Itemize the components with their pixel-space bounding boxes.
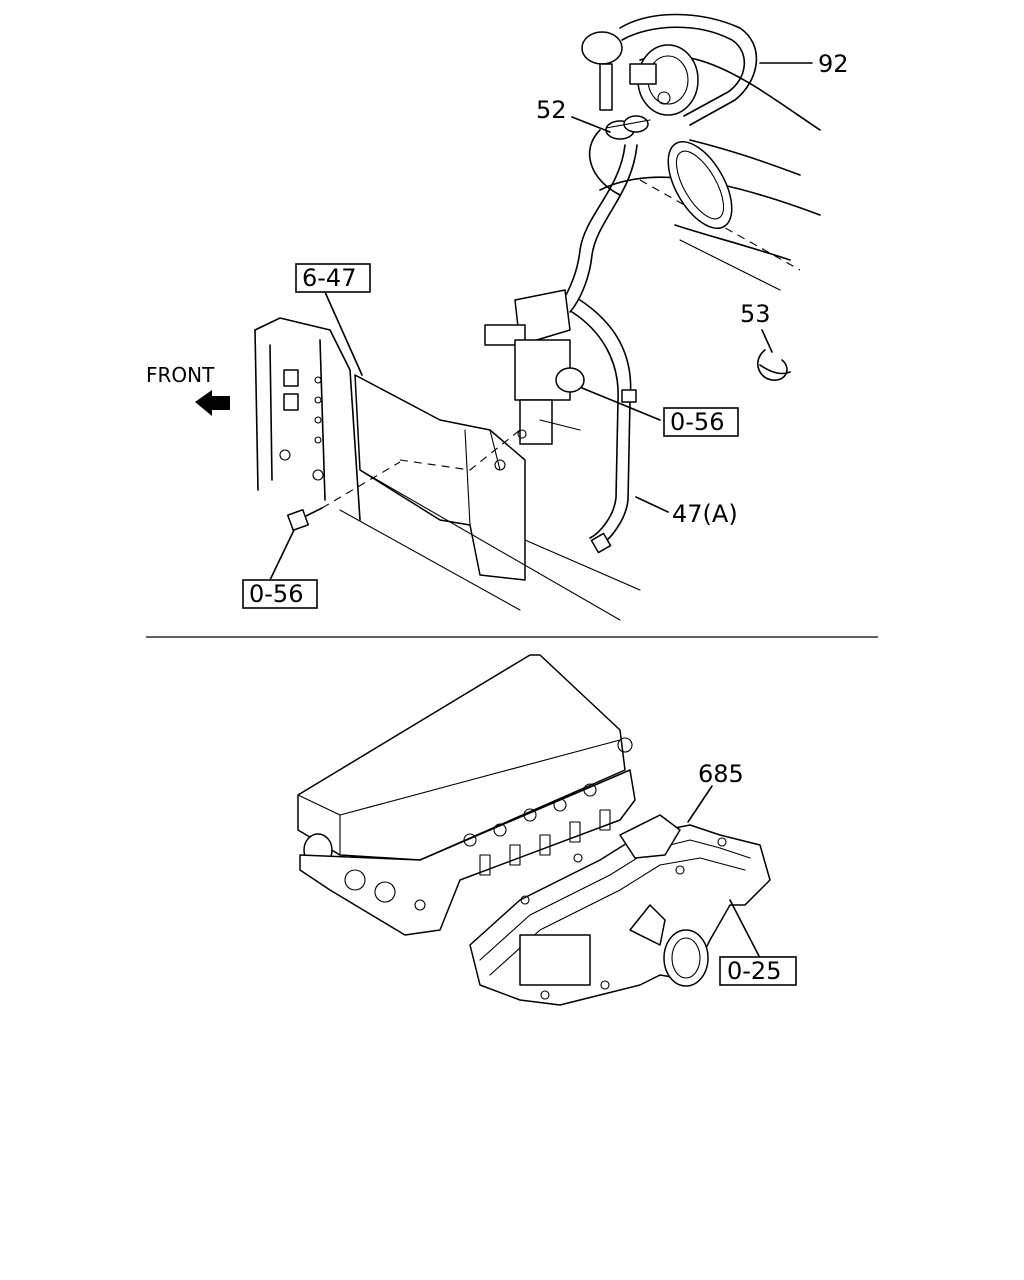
callout-6-47: 6-47 xyxy=(302,264,356,292)
callout-0-56-right: 0-56 xyxy=(670,408,724,436)
callout-685: 685 xyxy=(698,760,744,788)
cylinder-head xyxy=(299,737,636,936)
ref-box-0-25 xyxy=(719,956,797,986)
ref-box-0-56-left xyxy=(242,579,318,609)
clip-53 xyxy=(757,349,791,381)
exhaust-pipe xyxy=(588,44,821,291)
callout-53: 53 xyxy=(740,300,771,328)
ref-box-6-47 xyxy=(295,263,371,293)
front-direction-arrow-icon xyxy=(195,390,230,416)
callout-92: 92 xyxy=(818,50,849,78)
hose-clip-52 xyxy=(605,115,651,140)
callout-0-56-left: 0-56 xyxy=(249,580,303,608)
front-label: FRONT xyxy=(146,363,215,387)
intake-manifold xyxy=(469,814,771,1006)
bolt xyxy=(286,461,401,532)
callout-0-25: 0-25 xyxy=(727,957,781,985)
pressure-sensor-92 xyxy=(581,13,758,126)
vacuum-hose xyxy=(559,144,638,554)
leader-lines-lower xyxy=(687,785,761,959)
upper-assembly-drawing: 92 52 6-47 53 FRONT 0-56 47(A) 0-56 xyxy=(146,13,849,621)
mounting-bracket xyxy=(354,374,527,581)
callout-47a: 47(A) xyxy=(672,500,738,528)
leader-lines-upper xyxy=(269,62,813,581)
callout-52: 52 xyxy=(536,96,567,124)
lower-assembly-drawing: 685 0-25 xyxy=(297,654,797,1006)
ref-box-0-56-right xyxy=(663,407,739,437)
frame-rail xyxy=(254,317,641,621)
